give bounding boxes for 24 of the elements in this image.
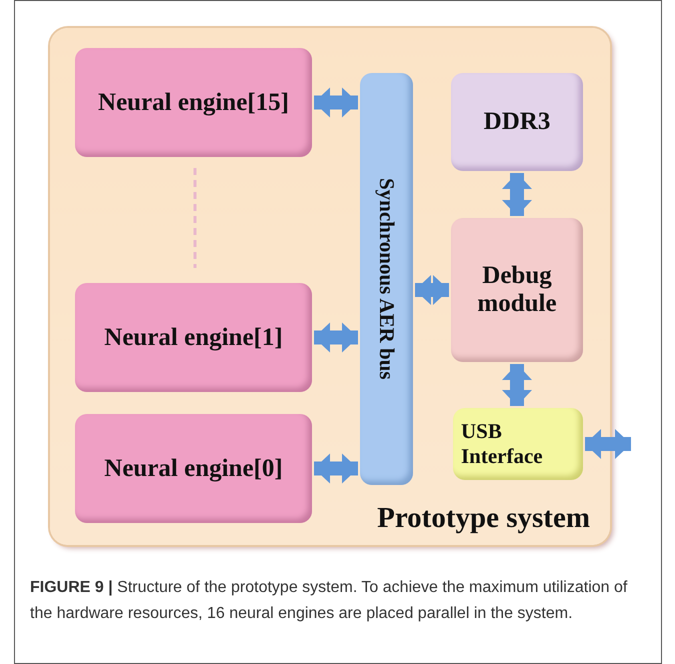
module-box xyxy=(451,218,583,362)
node-label: USB Interface xyxy=(460,419,544,469)
memory-box xyxy=(451,73,583,171)
figure-caption: FIGURE 9 | Structure of the prototype system. To achieve the maximum utilization of the hardware resources, 16 neural engines are placed parallel in the system. xyxy=(30,578,628,624)
double-arrow xyxy=(314,88,358,118)
interface-box xyxy=(453,408,583,480)
node-label: Neural engine[1] xyxy=(104,324,283,352)
double-arrow xyxy=(502,173,532,216)
node-label: Debug module xyxy=(476,262,558,318)
neural-engine-box xyxy=(75,414,312,523)
bus-bar xyxy=(360,73,413,485)
node-label: Neural engine[0] xyxy=(104,454,283,482)
node-label: DDR3 xyxy=(484,108,550,136)
double-arrow xyxy=(502,364,532,406)
system-panel xyxy=(50,28,610,545)
double-arrow xyxy=(415,275,449,305)
neural-engine-box xyxy=(75,48,312,157)
neural-engine-box xyxy=(75,283,312,392)
double-arrow xyxy=(585,429,631,459)
node-label: Neural engine[15] xyxy=(98,88,289,116)
double-arrow xyxy=(314,322,358,352)
node-label: Synchronous AER bus xyxy=(374,178,399,380)
double-arrow xyxy=(314,454,358,484)
panel-title: Prototype system xyxy=(377,502,591,536)
